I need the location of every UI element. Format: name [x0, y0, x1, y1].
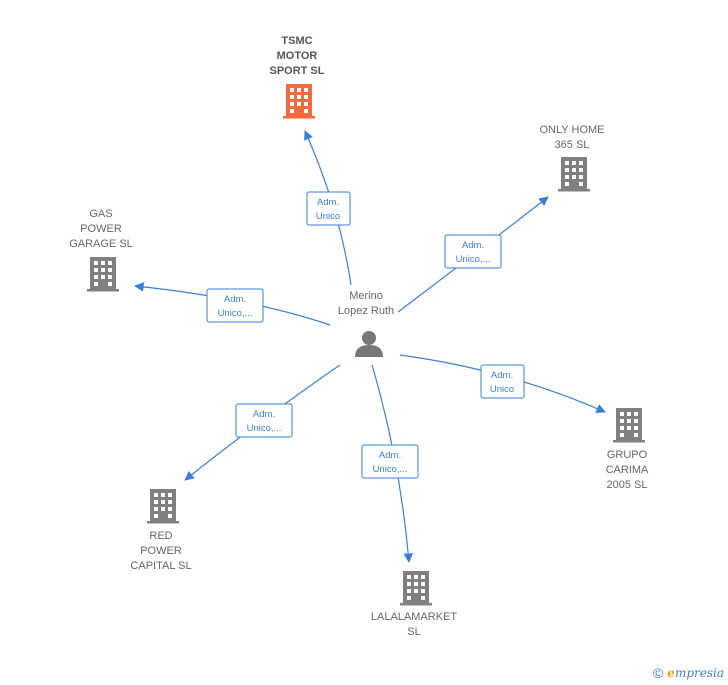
company-name-line1: TSMC	[281, 35, 312, 47]
company-node-gas[interactable]: GAS POWER GARAGE SL	[69, 208, 133, 292]
copyright-icon: ©	[652, 665, 664, 681]
company-name-line2: POWER	[140, 545, 182, 557]
edge-label-line2: Unico,...	[456, 254, 491, 265]
edge-label-line1: Adm.	[462, 240, 484, 251]
edge-label-line2: Unico,...	[247, 423, 282, 434]
company-node-red[interactable]: RED POWER CAPITAL SL	[130, 489, 192, 572]
building-icon	[400, 571, 432, 606]
company-name-line2: 365 SL	[555, 139, 590, 151]
edge-label-gas[interactable]: Adm. Unico,...	[206, 288, 264, 323]
company-node-lalala[interactable]: LALALAMARKET SL	[371, 571, 457, 638]
company-name-line1: GAS	[89, 208, 112, 220]
company-name-line1: LALALAMARKET	[371, 611, 457, 623]
edge-label-lalala[interactable]: Adm. Unico,...	[361, 444, 419, 479]
building-icon	[283, 84, 315, 119]
person-name-line2: Lopez Ruth	[338, 305, 394, 317]
company-name-line1: RED	[149, 530, 172, 542]
brand-initial: e	[667, 666, 675, 680]
company-name-line3: GARAGE SL	[69, 238, 133, 250]
edge-label-line1: Adm.	[224, 294, 246, 305]
company-name-line2: SL	[407, 626, 420, 638]
building-icon	[558, 157, 590, 192]
company-name-line2: MOTOR	[277, 50, 318, 62]
company-name-line3: CAPITAL SL	[130, 560, 191, 572]
edge-label-grupo[interactable]: Adm. Unico	[480, 364, 525, 399]
company-node-grupo[interactable]: GRUPO CARIMA 2005 SL	[606, 408, 649, 491]
company-name-line1: ONLY HOME	[540, 124, 605, 136]
edge-label-line2: Unico,...	[373, 464, 408, 475]
edge-label-red[interactable]: Adm. Unico,...	[235, 403, 293, 438]
edge-label-onlyhome[interactable]: Adm. Unico,...	[444, 234, 502, 269]
edge-label-line1: Adm.	[491, 370, 513, 381]
company-name-line2: POWER	[80, 223, 122, 235]
brand-logo[interactable]: empresia	[667, 666, 724, 680]
building-icon	[613, 408, 645, 443]
company-node-tsmc[interactable]: TSMC MOTOR SPORT SL	[269, 35, 325, 119]
company-name-line3: 2005 SL	[607, 479, 648, 491]
person-name-line1: Merino	[349, 290, 383, 302]
building-icon	[147, 489, 179, 524]
company-name-line1: GRUPO	[607, 449, 648, 461]
company-name-line3: SPORT SL	[269, 65, 324, 77]
brand-name: mpresia	[674, 666, 724, 680]
edge-label-line1: Adm.	[379, 450, 401, 461]
edge-label-line1: Adm.	[253, 409, 275, 420]
building-icon	[87, 257, 119, 292]
edge-label-line1: Adm.	[317, 197, 339, 208]
edge-label-line2: Unico	[316, 211, 340, 222]
edge-label-line2: Unico,...	[218, 308, 253, 319]
footer-brand: © empresia	[653, 665, 724, 681]
edge-label-line2: Unico	[490, 384, 514, 395]
person-icon	[355, 331, 383, 357]
company-name-line2: CARIMA	[606, 464, 649, 476]
person-node[interactable]: Merino Lopez Ruth	[338, 290, 394, 357]
edge-label-tsmc[interactable]: Adm. Unico	[306, 191, 351, 226]
company-node-onlyhome[interactable]: ONLY HOME 365 SL	[540, 124, 605, 192]
